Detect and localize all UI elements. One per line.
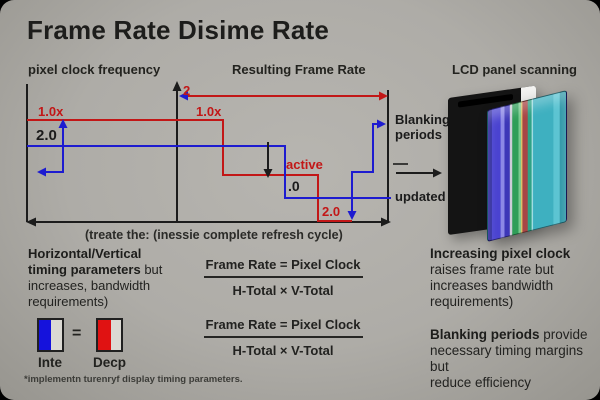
- legend-swatch-inte: [37, 318, 64, 352]
- column-header-frame-rate: Resulting Frame Rate: [232, 62, 366, 77]
- left-text-line4: requirements): [28, 294, 109, 309]
- blue-left-branch: [45, 127, 64, 173]
- label-updated: updated: [395, 189, 446, 204]
- refresh-span-right-arrow-icon: [379, 91, 388, 101]
- label-two: 2: [183, 83, 191, 98]
- left-text-line2-rest: but: [140, 262, 163, 277]
- legend-red-fill: [98, 320, 111, 350]
- right1-line2: raises frame rate but: [430, 262, 554, 277]
- blue-blanking-arrow-icon: [377, 119, 386, 129]
- left-text-block: Horizontal/Vertical timing parameters bu…: [28, 246, 178, 310]
- label-blanking-periods: Blanking periods: [395, 112, 450, 142]
- middle-axis-up-arrow-icon: [172, 81, 182, 91]
- legend-equals: =: [72, 325, 82, 342]
- legend-swatch-decp: [96, 318, 123, 352]
- label-active: active: [286, 157, 323, 172]
- footnote: *implementn turenryf display timing para…: [24, 374, 243, 385]
- formula-1: Frame Rate = Pixel Clock H-Total × V-Tot…: [198, 256, 368, 298]
- panel-pointer-arrow-icon: [433, 168, 442, 178]
- right2-line3: reduce efficiency: [430, 375, 532, 390]
- refresh-span-left-arrow-icon: [179, 91, 188, 101]
- formula-1-denominator: H-Total × V-Total: [232, 283, 334, 298]
- black-down-arrow-icon: [263, 169, 273, 178]
- right1-line1: Increasing pixel clock: [430, 246, 571, 261]
- blue-left-arrow-icon: [37, 167, 46, 177]
- right-text-block-1: Increasing pixel clock raises frame rate…: [430, 246, 585, 310]
- left-text-line2-bold: timing parameters: [28, 262, 141, 277]
- bottom-axis-right-arrow-icon: [381, 217, 391, 227]
- blue-down-arrow-icon: [347, 211, 357, 220]
- formula-2: Frame Rate = Pixel Clock H-Total × V-Tot…: [198, 316, 368, 358]
- diagram-caption: (treate the: (inessie complete refresh c…: [85, 228, 343, 242]
- legend-label-inte: Inte: [38, 355, 63, 370]
- column-header-lcd: LCD panel scanning: [452, 62, 577, 77]
- left-text-line3: increases, bandwidth: [28, 278, 151, 293]
- legend-label-decp: Decp: [93, 355, 127, 370]
- label-2-0: 2.0: [36, 127, 57, 144]
- column-header-pixel-clock: pixel clock frequency: [28, 62, 161, 77]
- formula-2-numerator: Frame Rate = Pixel Clock: [203, 317, 363, 338]
- page-title: Frame Rate Disime Rate: [27, 15, 330, 45]
- red-signal-staircase: [27, 119, 352, 222]
- blue-signal-line: [27, 145, 391, 199]
- left-text-line1: Horizontal/Vertical: [28, 246, 142, 261]
- label-2-0-bottom: 2.0: [322, 204, 341, 219]
- right2-line1-bold: Blanking periods: [430, 327, 540, 342]
- blue-up-arrow-icon: [58, 119, 68, 128]
- bottom-axis-left-arrow-icon: [26, 217, 36, 227]
- right2-line2: necessary timing margins but: [430, 343, 584, 374]
- lcd-panel-illustration: [440, 76, 598, 252]
- lcd-front-panel-stripes: [487, 90, 567, 242]
- label-point-zero: .0: [288, 178, 300, 194]
- formula-2-denominator: H-Total × V-Total: [232, 343, 334, 358]
- right2-line1-rest: provide: [539, 327, 588, 342]
- formula-1-numerator: Frame Rate = Pixel Clock: [203, 257, 363, 278]
- right-text-block-2: Blanking periods provide necessary timin…: [430, 327, 595, 391]
- right1-line4: requirements): [430, 294, 514, 309]
- blue-right-branch: [351, 123, 378, 212]
- label-1x-mid: 1.0x: [196, 104, 222, 119]
- right1-line3: increases bandwidth: [430, 278, 554, 293]
- legend-blue-fill: [39, 320, 51, 350]
- label-1x-left: 1.0x: [38, 104, 64, 119]
